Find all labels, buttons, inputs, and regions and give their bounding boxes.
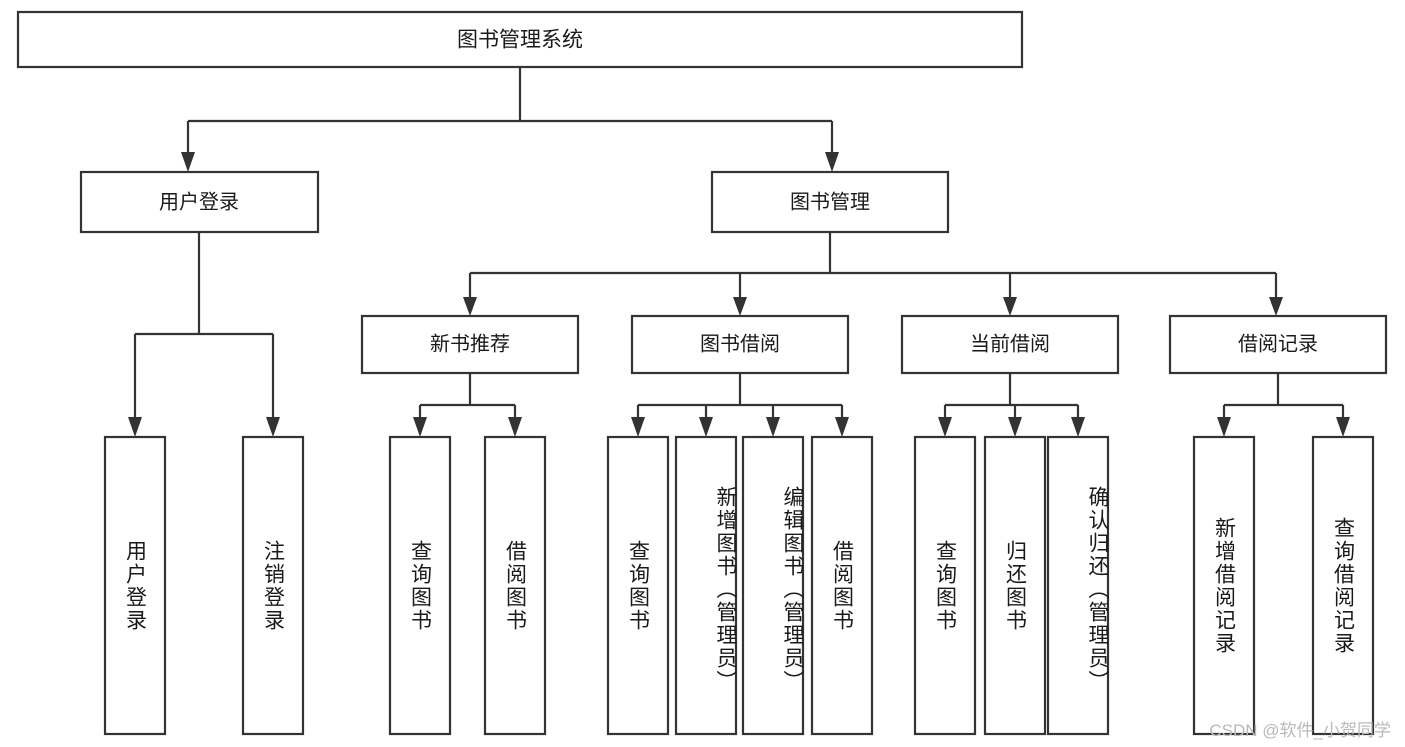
node-leaf-query-record-box[interactable] <box>1311 435 1375 736</box>
arrowhead-leaf-query-book-3 <box>938 417 952 437</box>
node-leaf-query-book-2-box[interactable] <box>606 435 670 736</box>
arrowhead-borrow-record <box>1269 297 1283 316</box>
node-leaf-return-book-box[interactable] <box>983 435 1047 736</box>
node-book-borrow-box[interactable] <box>630 314 850 375</box>
node-leaf-borrow-book-2-box[interactable] <box>810 435 874 736</box>
node-leaf-add-record-box[interactable] <box>1192 435 1256 736</box>
node-book-manage-box[interactable] <box>710 170 950 234</box>
arrowhead-leaf-add-book <box>699 417 713 437</box>
arrowhead-leaf-user-login <box>128 417 142 437</box>
arrowhead-leaf-edit-book <box>766 417 780 437</box>
node-root-label: 图书管理系统 <box>457 29 583 52</box>
node-leaf-logout-box[interactable] <box>241 435 305 736</box>
node-leaf-borrow-book-1-box[interactable] <box>483 435 547 736</box>
arrowhead-user-login <box>181 152 195 172</box>
node-new-book-rec-box[interactable] <box>360 314 580 375</box>
arrowhead-new-book-rec <box>463 297 477 316</box>
arrowhead-leaf-logout <box>266 417 280 437</box>
arrowhead-leaf-query-book-1 <box>413 417 427 437</box>
node-leaf-query-book-3-box[interactable] <box>913 435 977 736</box>
arrowhead-leaf-borrow-book-2 <box>835 417 849 437</box>
node-current-borrow-box[interactable] <box>900 314 1120 375</box>
node-book-borrow-label: 图书借阅 <box>700 332 780 355</box>
node-borrow-record-label: 借阅记录 <box>1238 332 1318 355</box>
arrowhead-leaf-return-book <box>1008 417 1022 437</box>
arrowhead-current-borrow <box>1003 297 1017 316</box>
csdn-watermark: CSDN @软件_小贺同学 <box>1209 721 1391 740</box>
arrowhead-leaf-query-book-2 <box>631 417 645 437</box>
node-book-manage-label: 图书管理 <box>790 190 870 213</box>
arrowhead-book-manage <box>825 152 839 172</box>
node-borrow-record-box[interactable] <box>1168 314 1388 375</box>
node-current-borrow-label: 当前借阅 <box>970 332 1050 355</box>
node-root-box[interactable] <box>16 10 1024 69</box>
arrowhead-leaf-query-record <box>1336 417 1350 437</box>
node-leaf-confirm-return-box[interactable] <box>1046 435 1110 736</box>
arrowhead-leaf-add-record <box>1217 417 1231 437</box>
node-leaf-add-book-box[interactable] <box>674 435 738 736</box>
arrowhead-leaf-borrow-book-1 <box>508 417 522 437</box>
arrowhead-book-borrow <box>733 297 747 316</box>
node-leaf-user-login-box[interactable] <box>103 435 167 736</box>
arrowhead-leaf-confirm-return <box>1071 417 1085 437</box>
node-user-login-label: 用户登录 <box>159 190 239 213</box>
node-new-book-rec-label: 新书推荐 <box>430 332 510 355</box>
node-leaf-query-book-1-box[interactable] <box>388 435 452 736</box>
node-leaf-edit-book-box[interactable] <box>741 435 805 736</box>
